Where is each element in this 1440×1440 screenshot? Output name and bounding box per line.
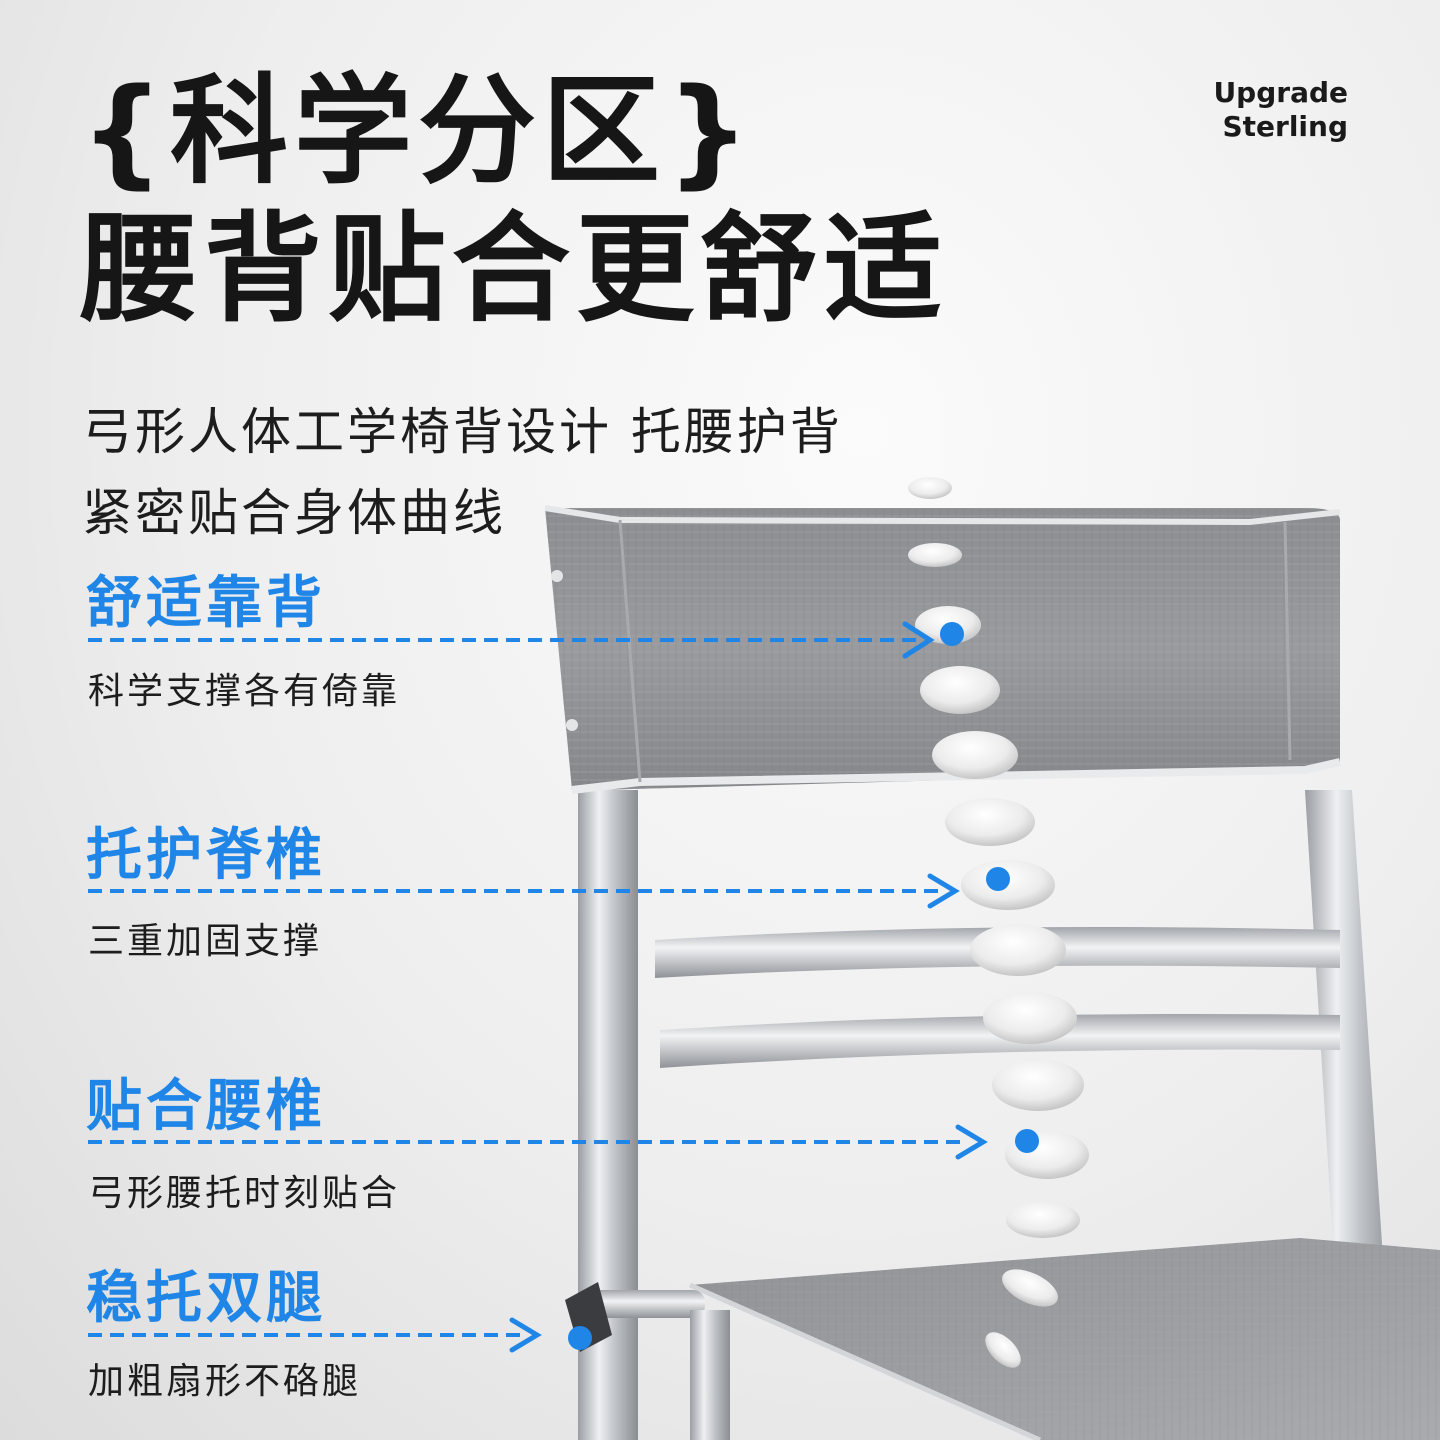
callout-dot-icon (986, 867, 1010, 891)
vertebra-shape (908, 477, 952, 499)
headline-line-2: 腰背贴合更舒适 (80, 200, 949, 338)
vertebra-shape (1006, 1202, 1080, 1238)
brand-mark: Upgrade Sterling (1213, 76, 1348, 144)
feature-desc-legs: 加粗扇形不硌腿 (88, 1361, 362, 1402)
vertebra-shape (985, 1332, 1021, 1368)
feature-desc-lumbar: 弓形腰托时刻贴合 (88, 1173, 401, 1214)
seat-side-tube (575, 1290, 705, 1318)
vertebra-shape (932, 731, 1018, 779)
vertebra-shape (1002, 1269, 1058, 1307)
arrow-head-icon (509, 1317, 542, 1353)
vertebra-shape (945, 798, 1035, 846)
vertebra-shape (992, 1059, 1084, 1111)
feature-title-legs: 稳托双腿 (86, 1266, 326, 1331)
arrow-head-icon (902, 621, 935, 659)
subtitle-line-1: 弓形人体工学椅背设计 托腰护背 (82, 403, 843, 461)
callout-dot-icon (940, 622, 964, 646)
backrest-edge-top (544, 505, 1341, 526)
callout-dot-icon (1015, 1129, 1039, 1153)
feature-title-spine: 托护脊椎 (86, 823, 326, 888)
feature-desc-spine: 三重加固支撑 (88, 921, 323, 962)
feature-title-backrest: 舒适靠背 (86, 571, 326, 636)
headline-line-1: {科学分区} (80, 62, 757, 200)
brand-line-1: Upgrade (1213, 76, 1348, 109)
rivet-icon (566, 719, 578, 731)
rung-lower (660, 1013, 1340, 1068)
feature-desc-backrest: 科学支撑各有倚靠 (88, 671, 401, 712)
vertebra-shape (970, 924, 1066, 976)
feature-title-lumbar: 贴合腰椎 (86, 1074, 326, 1139)
arrow-head-icon (927, 873, 960, 909)
brand-line-2: Sterling (1222, 110, 1348, 143)
cross-leg (690, 1310, 730, 1440)
arrow-head-icon (955, 1124, 988, 1160)
vertebra-shape (920, 666, 1000, 714)
callout-dot-icon (568, 1326, 592, 1350)
subtitle-line-2: 紧密贴合身体曲线 (82, 484, 506, 542)
vertebra-shape (983, 992, 1077, 1044)
rivet-icon (551, 570, 563, 582)
vertebra-shape (908, 543, 962, 567)
